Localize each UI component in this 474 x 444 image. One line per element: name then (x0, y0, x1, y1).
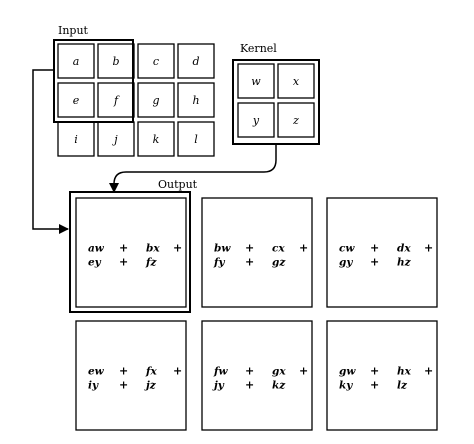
input-cell-value: k (153, 133, 160, 146)
output-grid: aw + bx + ey + fz bw + cx + fy + gz cw + dx + gy + hz ew + fx + i… (75, 197, 438, 431)
kernel-cell (237, 63, 275, 99)
output-plus-sign: + (370, 242, 379, 255)
input-cell (177, 43, 215, 79)
output-plus-sign: + (245, 379, 254, 392)
output-label: Output (158, 178, 198, 191)
output-plus-sign: + (245, 365, 254, 378)
output-cell (75, 197, 187, 308)
output-term: gx (272, 366, 286, 378)
output-term: lz (397, 380, 408, 392)
input-cell (177, 82, 215, 118)
input-cell (137, 121, 175, 157)
input-label: Input (58, 24, 89, 37)
kernel-cell-value: x (293, 75, 300, 88)
output-term: fx (145, 366, 158, 378)
output-plus-sign: + (299, 242, 308, 255)
output-term: fw (213, 366, 229, 378)
output-term: jz (144, 380, 157, 392)
output-term: bx (146, 243, 160, 255)
input-cell (57, 82, 95, 118)
output-term: cx (272, 243, 285, 255)
kernel-label: Kernel (240, 42, 277, 55)
input-cell-value: d (192, 55, 199, 68)
output-term: gz (272, 257, 286, 269)
output-plus-sign: + (173, 242, 182, 255)
output-term: jy (212, 380, 225, 392)
input-cell-value: g (152, 94, 159, 107)
kernel-cell-value: y (252, 114, 260, 127)
kernel-to-output-arrow (109, 144, 277, 193)
kernel-cell-value: w (251, 75, 261, 88)
output-plus-sign: + (370, 365, 379, 378)
output-term: gw (339, 366, 356, 378)
input-cell (177, 121, 215, 157)
input-cell-value: c (153, 55, 159, 68)
output-highlight-frame (69, 191, 191, 313)
input-cell-value: j (111, 133, 118, 146)
input-cell-value: i (74, 133, 78, 146)
kernel-cell (237, 102, 275, 138)
output-term: hx (397, 366, 412, 378)
input-cell-value: l (194, 133, 198, 146)
kernel-cell (277, 102, 315, 138)
output-plus-sign: + (119, 256, 128, 269)
output-plus-sign: + (424, 365, 433, 378)
output-cell (75, 320, 187, 431)
output-cell (326, 197, 438, 308)
output-cell (326, 320, 438, 431)
output-term: ew (88, 366, 105, 378)
input-cell-value: e (73, 94, 80, 107)
input-window-highlight (53, 39, 134, 123)
kernel-frame (232, 59, 320, 145)
output-term: bw (214, 243, 231, 255)
output-plus-sign: + (424, 242, 433, 255)
kernel-grid: w x y z (237, 63, 315, 138)
output-term: fz (145, 257, 158, 269)
output-cell (201, 197, 313, 308)
output-term: gy (339, 257, 353, 269)
output-term: cw (339, 243, 355, 255)
output-plus-sign: + (173, 365, 182, 378)
output-term: aw (88, 243, 105, 255)
output-plus-sign: + (299, 365, 308, 378)
input-cell-value: b (112, 55, 119, 68)
output-plus-sign: + (370, 256, 379, 269)
output-plus-sign: + (119, 379, 128, 392)
output-plus-sign: + (119, 242, 128, 255)
input-grid: a b c d e f g h i j k l (57, 43, 215, 157)
output-term: iy (88, 380, 99, 392)
input-cell-value: a (73, 55, 80, 68)
input-cell-value: h (192, 94, 199, 107)
input-cell (137, 82, 175, 118)
kernel-cell (277, 63, 315, 99)
input-to-output-arrow (32, 69, 69, 234)
output-plus-sign: + (245, 242, 254, 255)
output-plus-sign: + (370, 379, 379, 392)
output-term: hz (397, 257, 412, 269)
output-term: fy (213, 257, 226, 269)
input-cell-value: f (113, 94, 120, 107)
output-plus-sign: + (119, 365, 128, 378)
output-term: ky (339, 380, 353, 392)
output-term: kz (272, 380, 286, 392)
kernel-cell-value: z (292, 114, 299, 127)
input-cell (57, 43, 95, 79)
output-cell (201, 320, 313, 431)
input-cell (137, 43, 175, 79)
output-term: dx (397, 243, 411, 255)
output-plus-sign: + (245, 256, 254, 269)
output-term: ey (88, 257, 102, 269)
